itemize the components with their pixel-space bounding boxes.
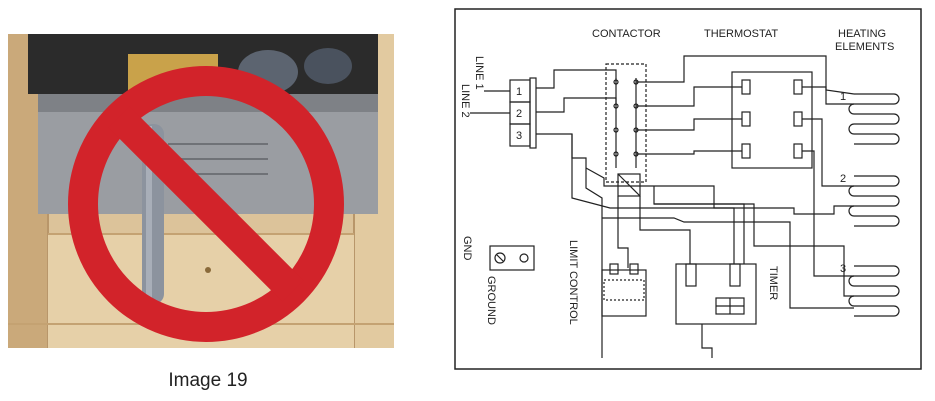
- line2-label: LINE 2: [459, 84, 471, 118]
- thermostat-label: THERMOSTAT: [704, 28, 778, 40]
- thermostat: [731, 71, 813, 169]
- contactor-label: CONTACTOR: [592, 28, 661, 40]
- ground-label: GROUND: [485, 276, 497, 325]
- heater-photo-illustration: [8, 34, 394, 348]
- svg-text:1: 1: [840, 91, 846, 103]
- terminal-2: 2: [516, 108, 522, 120]
- timer-label: TIMER: [767, 266, 779, 300]
- ground-terminal: [489, 245, 535, 271]
- heating-element-1: 1: [840, 91, 900, 145]
- no-symbol-circle: [68, 66, 344, 342]
- wiring: [536, 55, 855, 358]
- timer: [675, 263, 757, 358]
- line1-label: LINE 1: [473, 56, 485, 90]
- limit-control: [601, 263, 647, 317]
- heating-label: HEATING: [838, 28, 886, 40]
- limit-control-label: LIMIT CONTROL: [567, 240, 579, 325]
- elements-label: ELEMENTS: [835, 41, 894, 53]
- terminal-3: 3: [516, 130, 522, 142]
- gnd-label: GND: [461, 236, 473, 261]
- svg-text:2: 2: [840, 173, 846, 185]
- image-caption: Image 19: [168, 370, 248, 391]
- terminal-1: 1: [516, 86, 522, 98]
- wiring-diagram: CONTACTOR THERMOSTAT HEATING ELEMENTS LI…: [454, 8, 922, 370]
- no-symbol-slash: [108, 106, 304, 302]
- svg-text:3: 3: [840, 263, 846, 275]
- heater-photo: [8, 34, 394, 348]
- heating-element-2: 2: [840, 173, 900, 227]
- terminal-block: 1 2 3: [509, 77, 537, 149]
- heating-element-3: 3: [840, 263, 900, 317]
- diagram-border: [454, 8, 922, 370]
